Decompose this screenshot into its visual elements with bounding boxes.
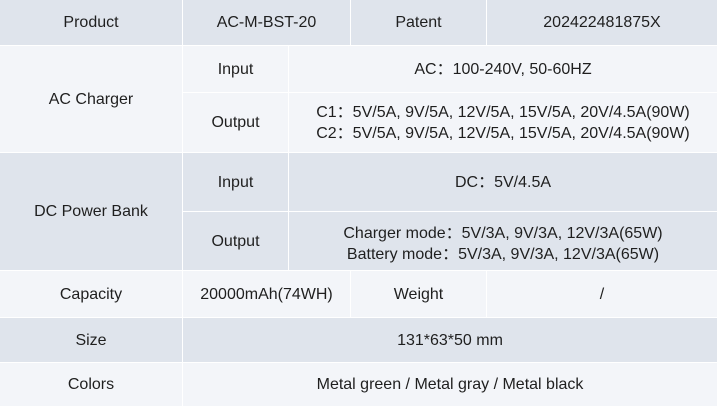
colors-label: Colors [0, 363, 183, 407]
dc-output-value: Charger mode：5V/3A, 9V/3A, 12V/3A(65W) B… [289, 212, 718, 271]
ac-output-c1: C1：5V/5A, 9V/5A, 12V/5A, 15V/5A, 20V/4.5… [316, 103, 690, 121]
dc-power-bank-label: DC Power Bank [0, 153, 183, 271]
ac-output-value: C1：5V/5A, 9V/5A, 12V/5A, 15V/5A, 20V/4.5… [289, 93, 718, 153]
capacity-label: Capacity [0, 271, 183, 318]
product-value: AC-M-BST-20 [183, 0, 351, 46]
ac-output-label: Output [183, 93, 289, 153]
colors-value: Metal green / Metal gray / Metal black [183, 363, 718, 407]
patent-label: Patent [351, 0, 487, 46]
product-label: Product [0, 0, 183, 46]
ac-output-c2: C2：5V/5A, 9V/5A, 12V/5A, 15V/5A, 20V/4.5… [316, 124, 690, 142]
size-label: Size [0, 318, 183, 363]
dc-input-value: DC：5V/4.5A [289, 153, 718, 212]
weight-value: / [487, 271, 718, 318]
weight-label: Weight [351, 271, 487, 318]
ac-input-label: Input [183, 46, 289, 93]
size-value: 131*63*50 mm [183, 318, 718, 363]
dc-output-charger-mode: Charger mode：5V/3A, 9V/3A, 12V/3A(65W) [343, 225, 663, 242]
dc-output-battery-mode: Battery mode：5V/3A, 9V/3A, 12V/3A(65W) [346, 246, 660, 263]
capacity-value: 20000mAh(74WH) [183, 271, 351, 318]
ac-charger-label: AC Charger [0, 46, 183, 153]
dc-output-label: Output [183, 212, 289, 271]
dc-input-label: Input [183, 153, 289, 212]
patent-value: 202422481875X [487, 0, 718, 46]
ac-input-value: AC：100-240V, 50-60HZ [289, 46, 718, 93]
